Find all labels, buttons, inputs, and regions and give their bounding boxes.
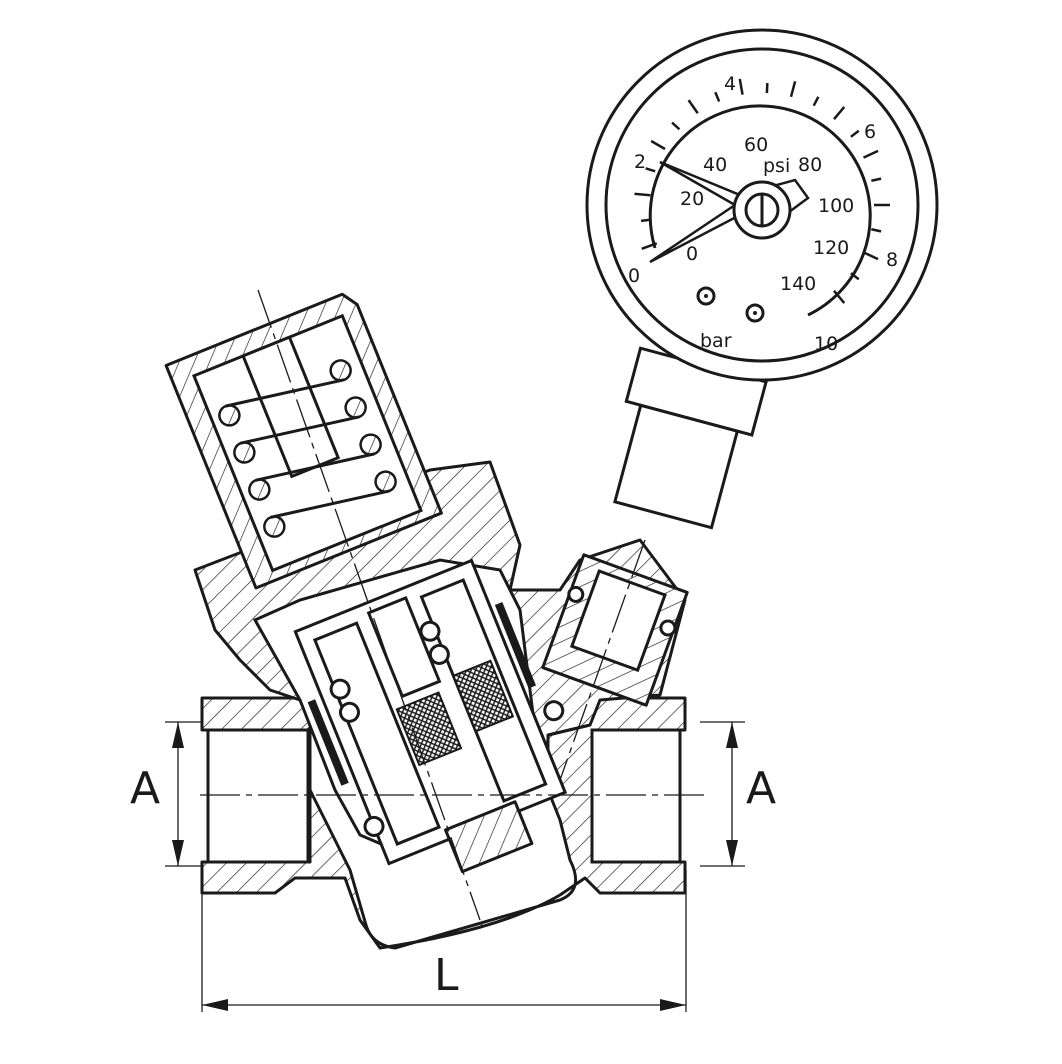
- gauge-tick: [871, 228, 882, 233]
- bar-label-10: 10: [814, 333, 838, 355]
- bar-unit-label: bar: [700, 330, 732, 352]
- psi-label-80: 80: [798, 154, 822, 176]
- dimension-lines: A A L: [130, 721, 776, 1012]
- gauge-tick: [687, 99, 699, 114]
- valve-body: [164, 289, 705, 950]
- bar-label-6: 6: [864, 121, 876, 143]
- inlet-dimension-label: A: [130, 763, 160, 814]
- gauge-tick: [641, 242, 658, 250]
- gauge-tick: [850, 272, 860, 281]
- bar-label-4: 4: [724, 73, 736, 95]
- gauge-tick: [812, 96, 820, 107]
- gauge-screw: [696, 286, 716, 306]
- gauge-tick: [871, 177, 882, 182]
- gauge-tick: [671, 121, 681, 131]
- psi-label-140: 140: [780, 273, 816, 295]
- psi-label-0: 0: [686, 243, 698, 265]
- length-dimension-label: L: [434, 950, 459, 1001]
- gauge-tick: [862, 149, 879, 159]
- spring: [218, 359, 397, 538]
- psi-label-20: 20: [680, 188, 704, 210]
- gauge-tick: [650, 139, 666, 151]
- gauge-tick: [738, 78, 744, 95]
- gauge-screw: [745, 303, 765, 323]
- bar-label-8: 8: [886, 249, 898, 271]
- gauge-tick: [789, 81, 797, 98]
- bar-label-0: 0: [628, 265, 640, 287]
- gauge-tick: [862, 251, 879, 261]
- pressure-gauge: 0 2 4 6 8 10 0 20 40 60 80 100 120 140 p…: [585, 28, 939, 530]
- bar-label-2: 2: [634, 151, 646, 173]
- gauge-tick: [634, 192, 651, 197]
- outlet-dimension-label: A: [746, 763, 776, 814]
- gauge-tick: [833, 106, 846, 121]
- gauge-tick: [640, 218, 652, 223]
- psi-label-40: 40: [703, 154, 727, 176]
- gauge-tick: [714, 91, 721, 103]
- gauge-ticks: [634, 78, 890, 304]
- gauge-tick: [645, 167, 656, 173]
- psi-unit-label: psi: [763, 155, 790, 177]
- psi-label-100: 100: [818, 195, 854, 217]
- gauge-tick: [850, 129, 860, 138]
- psi-label-120: 120: [813, 237, 849, 259]
- psi-label-60: 60: [744, 134, 768, 156]
- gauge-tick: [833, 289, 846, 304]
